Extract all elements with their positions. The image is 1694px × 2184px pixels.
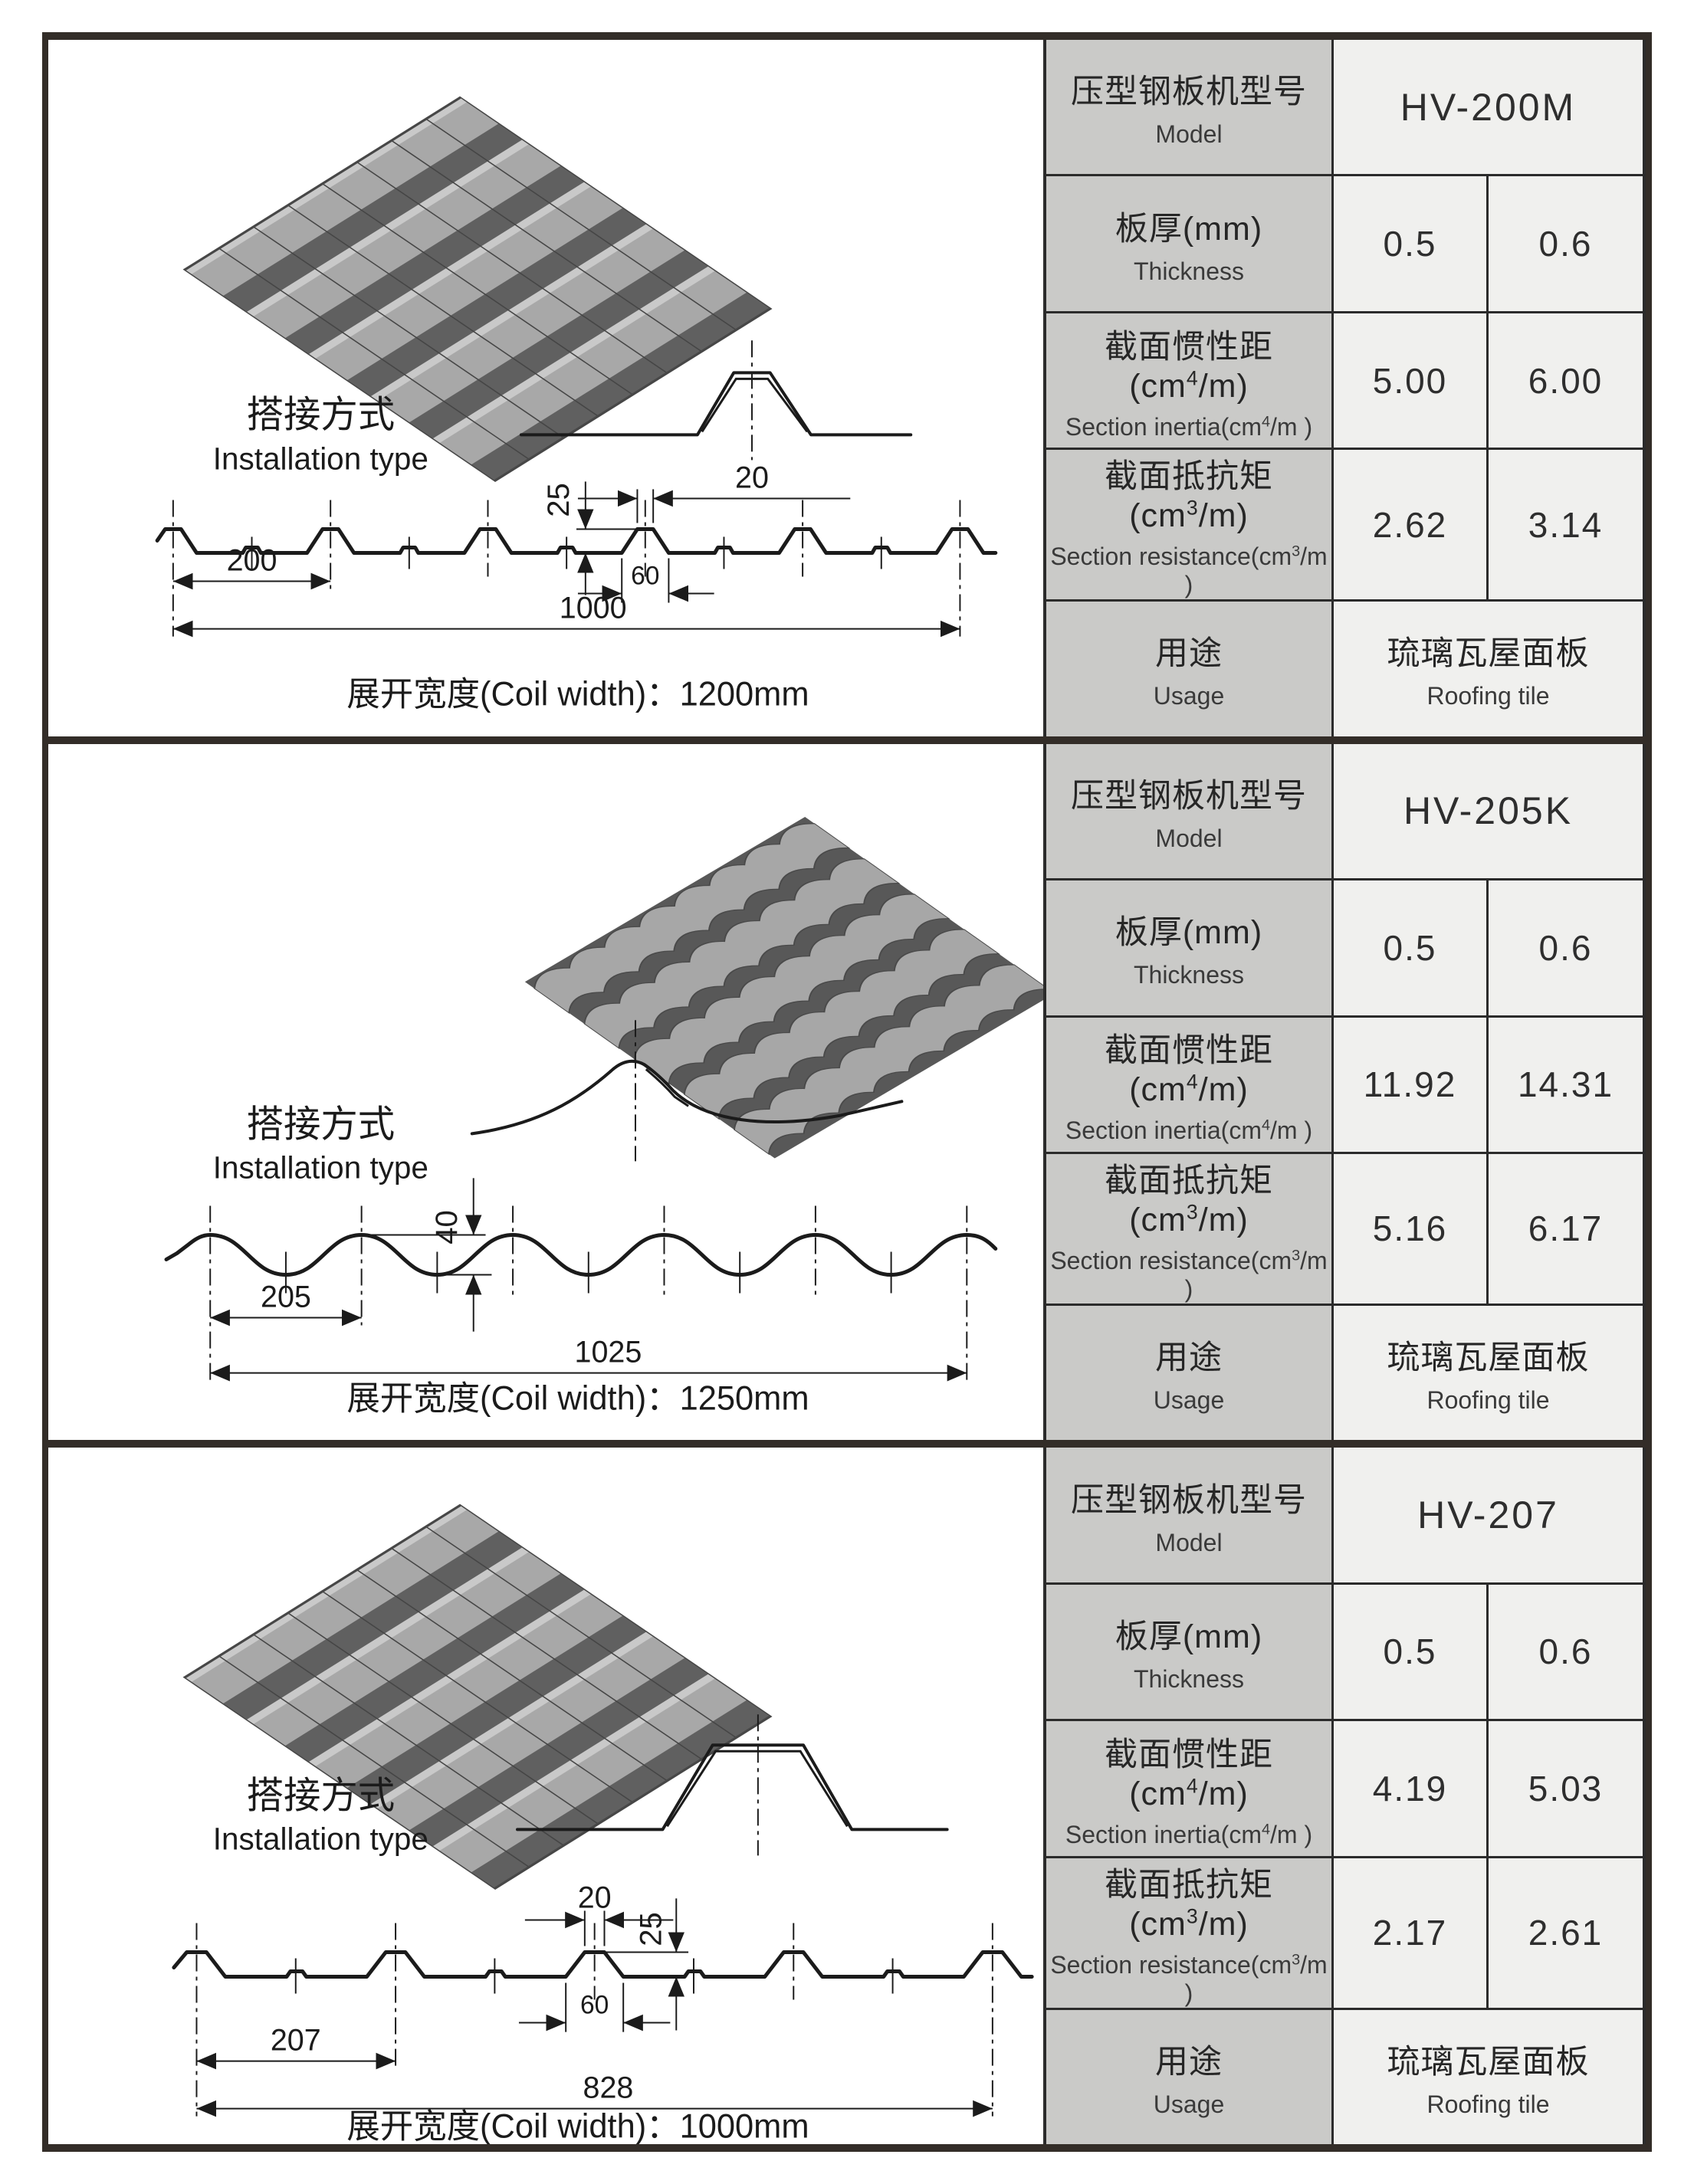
resistance-label-cell: 截面抵抗矩(cm3/m) Section resistance(cm3/m ) (1046, 1858, 1331, 2008)
model-section-hv-200m: 搭接方式 Installation type (48, 40, 1646, 744)
inertia-label-cell: 截面惯性距(cm4/m) Section inertia(cm4/m ) (1046, 313, 1331, 448)
spec-table-hv-207: 压型钢板机型号 Model HV-207 板厚(mm) Thickness 0.… (1043, 1448, 1646, 2145)
dim-wave-pitch: 205 (210, 1280, 362, 1326)
svg-text:200: 200 (227, 543, 277, 577)
svg-text:828: 828 (583, 2071, 633, 2105)
dim-cover-width: 828 (196, 2071, 993, 2117)
usage-value-cell: 琉璃瓦屋面板 Roofing tile (1334, 2009, 1643, 2145)
svg-text:60: 60 (580, 1991, 609, 2020)
dim-rib-height: 25 (604, 1898, 689, 2031)
resistance-value-1: 2.17 (1334, 1858, 1486, 2008)
inertia-value-1: 11.92 (1334, 1017, 1486, 1152)
roof-sheet-3d (524, 816, 1043, 1159)
model-section-hv-207: 搭接方式 Installation type (48, 1448, 1646, 2145)
resistance-label-cell: 截面抵抗矩(cm3/m) Section resistance(cm3/m ) (1046, 1153, 1331, 1304)
inertia-label-cell: 截面惯性距(cm4/m) Section inertia(cm4/m ) (1046, 1017, 1331, 1152)
inertia-value-2: 5.03 (1489, 1721, 1643, 1856)
spec-table-hv-200m: 压型钢板机型号 Model HV-200M 板厚(mm) Thickness 0… (1043, 40, 1646, 736)
cross-section-profile (155, 500, 998, 637)
resistance-value-1: 2.62 (1334, 450, 1486, 600)
usage-value-cell: 琉璃瓦屋面板 Roofing tile (1334, 602, 1643, 736)
cross-section-profile (164, 1205, 998, 1381)
svg-text:搭接方式: 搭接方式 (247, 1775, 395, 1816)
installation-sketch (470, 1019, 904, 1162)
svg-text:40: 40 (430, 1210, 464, 1244)
coil-width-note: 展开宽度(Coil width)：1000mm (346, 2108, 809, 2144)
inertia-value-1: 4.19 (1334, 1721, 1486, 1856)
thickness-label-cell: 板厚(mm) Thickness (1046, 1584, 1331, 1720)
thickness-value-2: 0.6 (1489, 1584, 1643, 1720)
svg-text:1025: 1025 (575, 1335, 642, 1369)
svg-text:25: 25 (635, 1913, 668, 1947)
svg-text:搭接方式: 搭接方式 (247, 1103, 395, 1145)
usage-label-cell: 用途 Usage (1046, 1305, 1331, 1441)
svg-text:20: 20 (578, 1881, 612, 1915)
thickness-value-2: 0.6 (1489, 880, 1643, 1015)
roof-sheet-3d (182, 96, 773, 482)
model-section-hv-205k: 搭接方式 Installation type (48, 743, 1646, 1448)
svg-text:1000: 1000 (560, 591, 627, 625)
resistance-value-2: 6.17 (1489, 1153, 1643, 1304)
inertia-value-1: 5.00 (1334, 313, 1486, 448)
thickness-label-cell: 板厚(mm) Thickness (1046, 880, 1331, 1015)
svg-text:20: 20 (735, 461, 769, 494)
drawing-area-3: 搭接方式 Installation type (48, 1448, 1043, 2145)
dim-wave-height: 40 (361, 1178, 492, 1332)
svg-text:Installation type: Installation type (213, 441, 428, 476)
model-value-cell: HV-207 (1334, 1448, 1643, 1582)
svg-text:搭接方式: 搭接方式 (247, 394, 395, 435)
dim-rib-pitch: 200 (172, 543, 331, 590)
installation-sketch (519, 340, 913, 461)
resistance-value-1: 5.16 (1334, 1153, 1486, 1304)
resistance-label-cell: 截面抵抗矩(cm3/m) Section resistance(cm3/m ) (1046, 450, 1331, 600)
dim-cover-width: 1025 (210, 1335, 967, 1382)
spec-sheet-frame: 搭接方式 Installation type (42, 32, 1652, 2152)
svg-text:Installation type: Installation type (213, 1149, 428, 1185)
inertia-label-cell: 截面惯性距(cm4/m) Section inertia(cm4/m ) (1046, 1721, 1331, 1856)
model-label-cell: 压型钢板机型号 Model (1046, 1448, 1331, 1582)
thickness-value-2: 0.6 (1489, 176, 1643, 311)
inertia-value-2: 6.00 (1489, 313, 1643, 448)
thickness-value-1: 0.5 (1334, 1584, 1486, 1720)
resistance-value-2: 2.61 (1489, 1858, 1643, 2008)
dim-rib-bottom-width: 60 (518, 1982, 671, 2032)
model-label-cell: 压型钢板机型号 Model (1046, 743, 1331, 879)
model-value-cell: HV-205K (1334, 743, 1643, 879)
spec-table-hv-205k: 压型钢板机型号 Model HV-205K 板厚(mm) Thickness 0… (1043, 743, 1646, 1441)
usage-label-cell: 用途 Usage (1046, 2009, 1331, 2145)
dim-cover-width: 1000 (172, 591, 960, 638)
dim-rib-top-width: 20 (577, 461, 851, 523)
thickness-value-1: 0.5 (1334, 176, 1486, 311)
svg-text:25: 25 (542, 483, 576, 517)
installation-type-label: 搭接方式 Installation type (213, 1103, 428, 1185)
installation-type-label: 搭接方式 Installation type (213, 394, 428, 476)
installation-type-label: 搭接方式 Installation type (213, 1775, 428, 1856)
dim-rib-pitch: 207 (196, 2024, 396, 2070)
model-label-cell: 压型钢板机型号 Model (1046, 40, 1331, 175)
thickness-value-1: 0.5 (1334, 880, 1486, 1015)
svg-text:60: 60 (631, 561, 659, 590)
svg-text:207: 207 (271, 2024, 321, 2058)
usage-value-cell: 琉璃瓦屋面板 Roofing tile (1334, 1305, 1643, 1441)
thickness-label-cell: 板厚(mm) Thickness (1046, 176, 1331, 311)
model-value-cell: HV-200M (1334, 40, 1643, 175)
dim-rib-bottom-width: 60 (577, 558, 714, 603)
dim-rib-top-width: 20 (524, 1881, 674, 1946)
svg-text:205: 205 (261, 1280, 311, 1313)
dim-rib-height: 25 (542, 481, 638, 595)
drawing-area-1: 搭接方式 Installation type (48, 40, 1043, 736)
inertia-value-2: 14.31 (1489, 1017, 1643, 1152)
installation-sketch (516, 1714, 949, 1856)
coil-width-note: 展开宽度(Coil width)：1250mm (346, 1379, 809, 1417)
coil-width-note: 展开宽度(Coil width)：1200mm (346, 675, 809, 713)
svg-text:Installation type: Installation type (213, 1821, 428, 1856)
usage-label-cell: 用途 Usage (1046, 602, 1331, 736)
resistance-value-2: 3.14 (1489, 450, 1643, 600)
drawing-area-2: 搭接方式 Installation type (48, 743, 1043, 1441)
roof-sheet-3d (182, 1504, 773, 1891)
